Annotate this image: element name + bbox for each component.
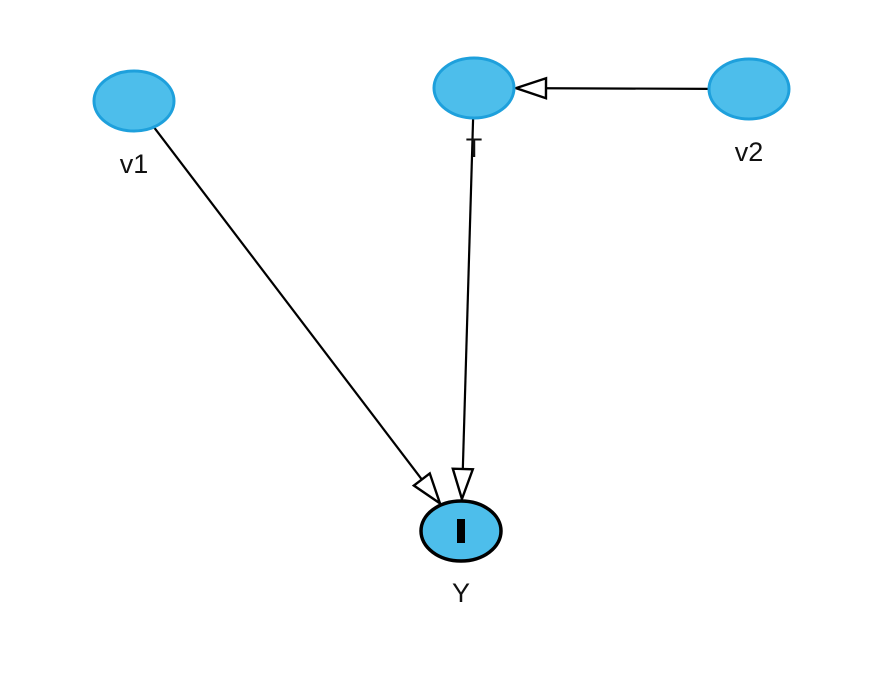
- outcome-marker-icon: [457, 519, 465, 543]
- edges-layer: [152, 76, 710, 507]
- edge-v1-to-Y: [152, 126, 443, 507]
- node-ellipse[interactable]: [92, 69, 176, 133]
- node-label: T: [466, 133, 483, 163]
- node-label: Y: [452, 578, 470, 608]
- node-T[interactable]: T: [432, 56, 516, 163]
- node-ellipse[interactable]: [707, 57, 791, 121]
- edge-v2-to-T: [512, 76, 710, 100]
- arrowhead-icon: [512, 76, 548, 100]
- node-v1[interactable]: v1: [92, 69, 176, 179]
- arrowhead-icon: [451, 467, 475, 503]
- node-v2[interactable]: v2: [707, 57, 791, 167]
- edge-T-to-Y: [451, 117, 475, 503]
- node-Y[interactable]: Y: [419, 499, 503, 608]
- node-label: v2: [735, 137, 764, 167]
- node-ellipse[interactable]: [432, 56, 516, 120]
- node-label: v1: [120, 149, 149, 179]
- edge-line: [152, 126, 423, 481]
- edge-line: [545, 87, 710, 90]
- edge-line: [461, 117, 475, 470]
- arrowhead-icon: [411, 471, 443, 507]
